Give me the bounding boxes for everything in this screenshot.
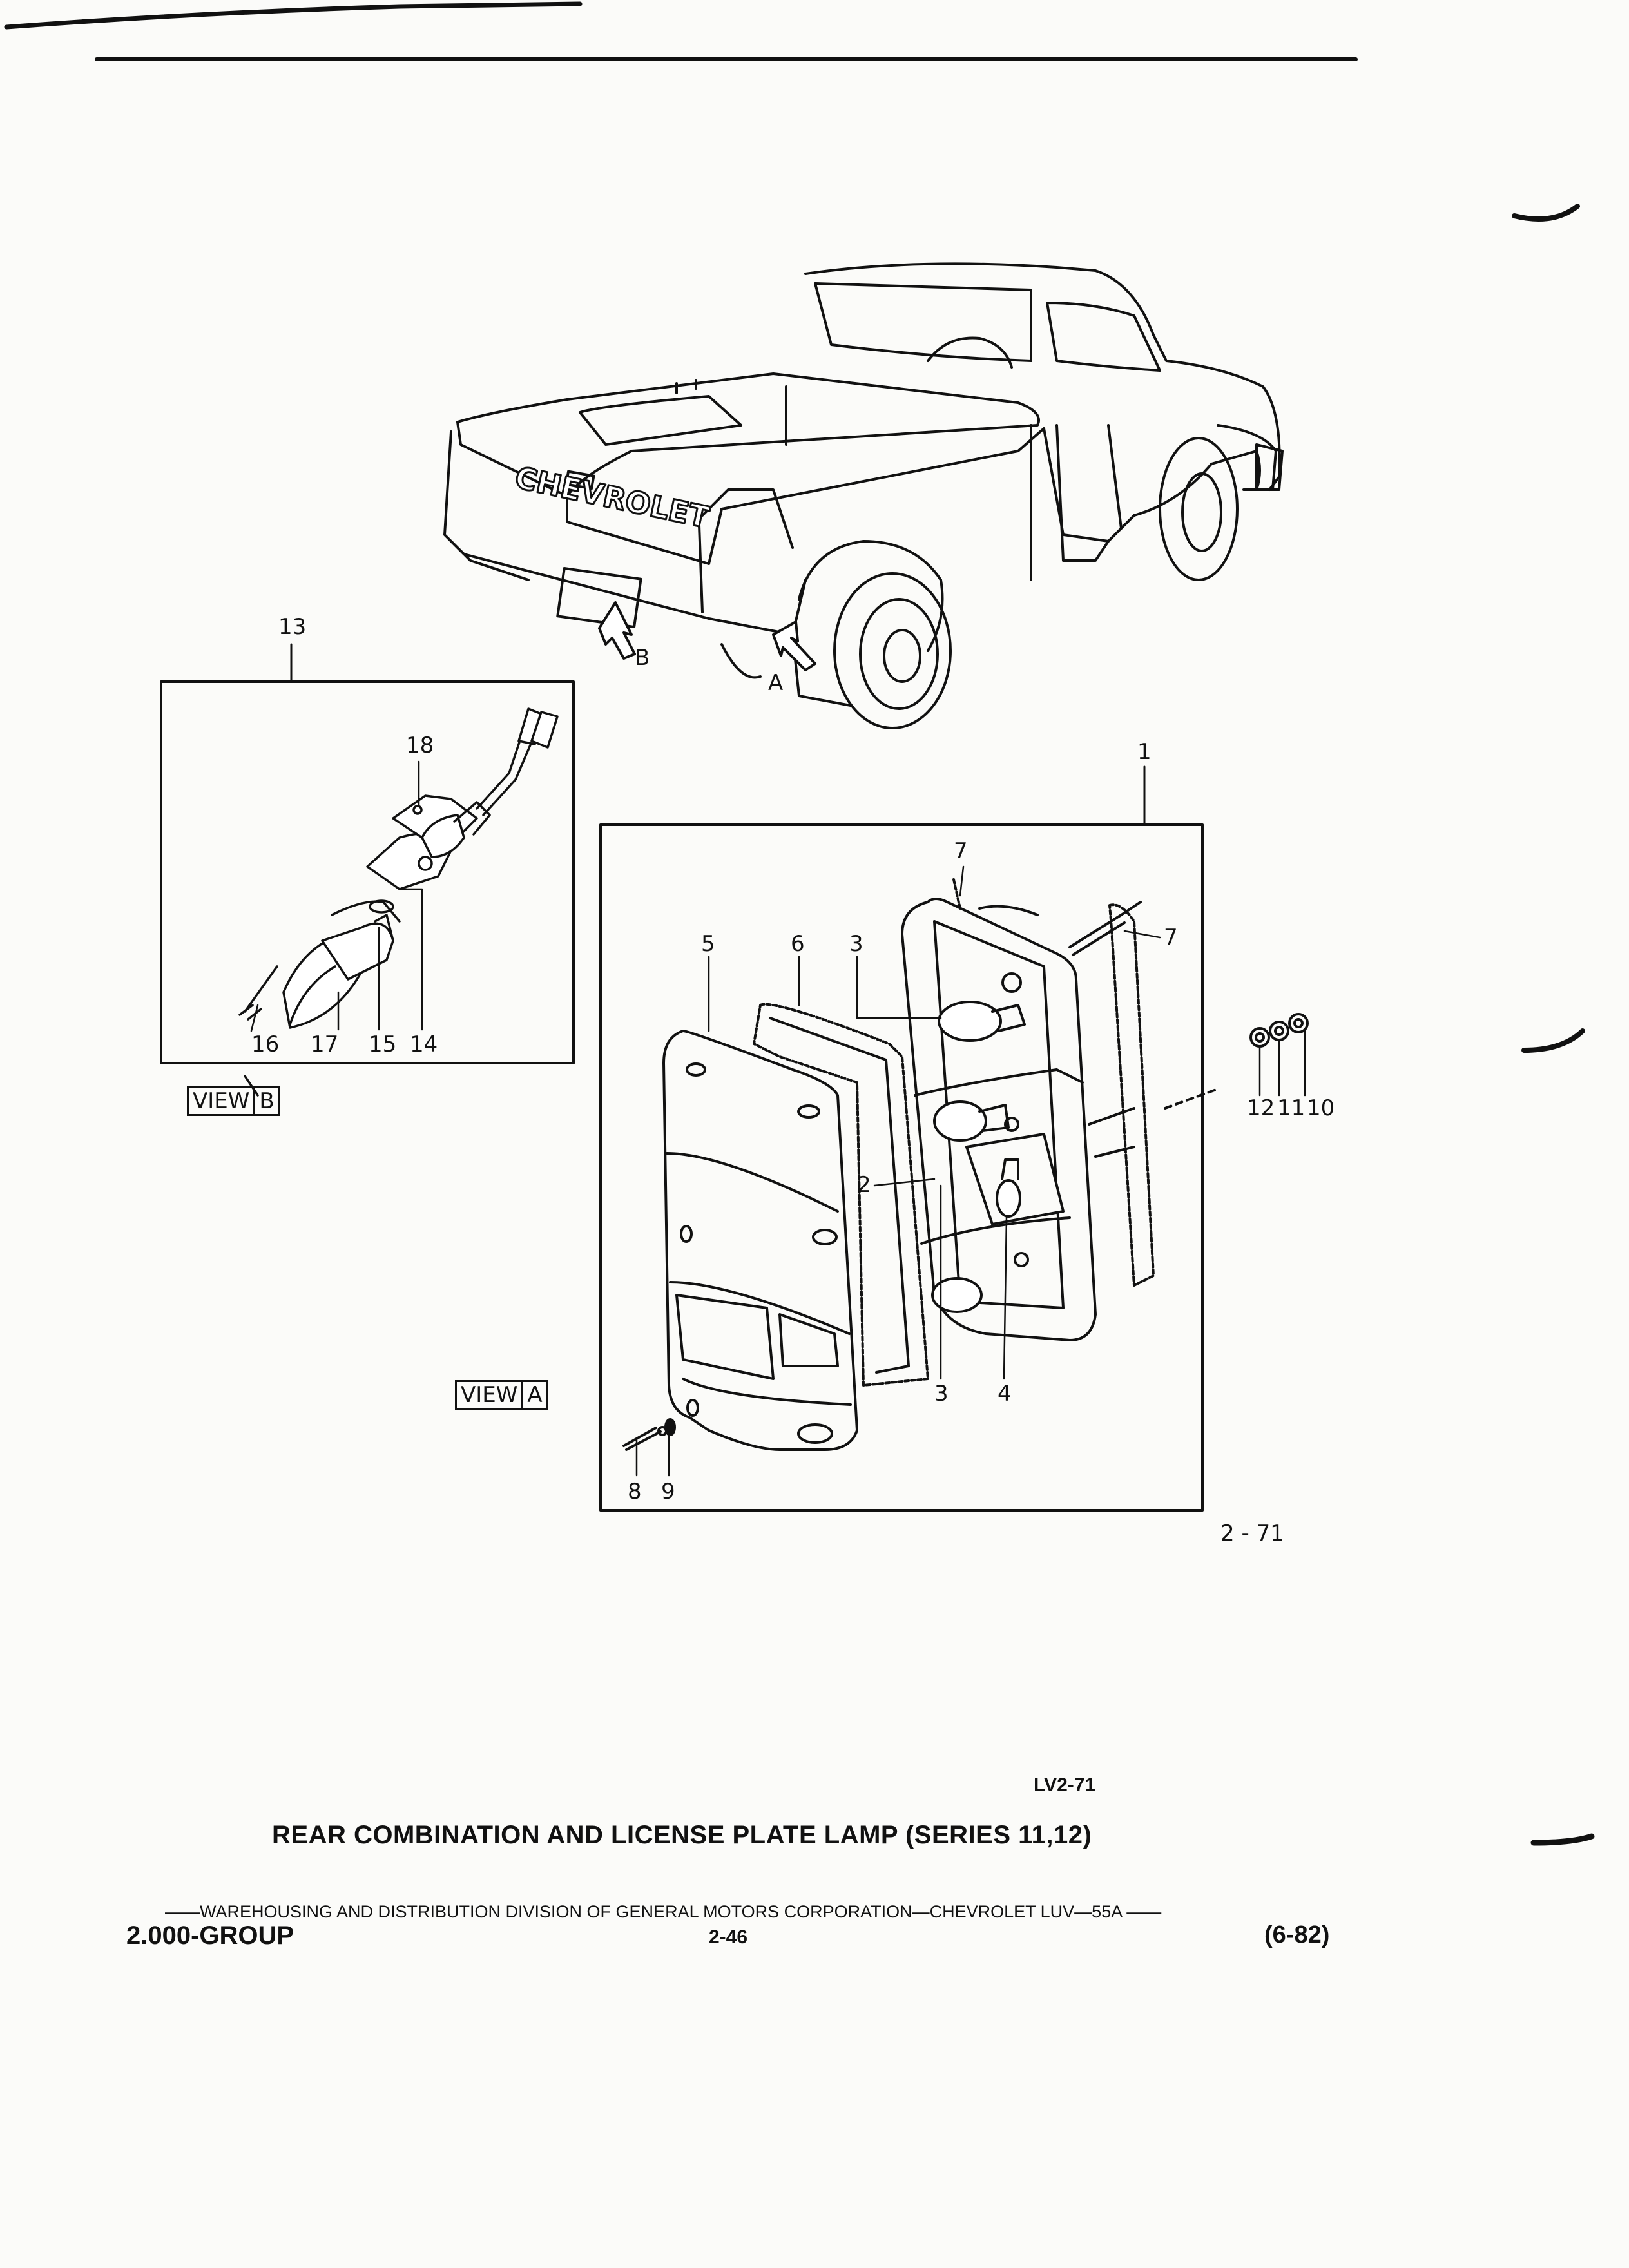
view-a-letter: A	[523, 1380, 548, 1410]
footer-date: (6-82)	[1264, 1921, 1330, 1948]
scan-smudge	[4, 1, 583, 30]
callout-15: 15	[369, 1032, 397, 1057]
rear-combination-lamp-exploded	[622, 878, 1309, 1451]
callout-12: 12	[1247, 1095, 1275, 1121]
callout-8: 8	[628, 1479, 642, 1504]
view-a-detail-frame	[599, 823, 1204, 1512]
view-b-arrow-letter: B	[635, 645, 650, 671]
footer-page-number: 2-46	[709, 1927, 748, 1948]
callout-2: 2	[857, 1172, 871, 1198]
callout-7: 7	[1164, 925, 1178, 950]
view-a-arrow	[772, 620, 816, 671]
margin-mark	[1512, 204, 1580, 222]
callout-18: 18	[406, 733, 434, 758]
tailgate-lettering: CHEVROLET	[512, 460, 713, 535]
callout-7: 7	[954, 838, 968, 864]
footer-publisher-line: ——WAREHOUSING AND DISTRIBUTION DIVISION …	[165, 1902, 1162, 1921]
view-b-detail-frame	[160, 680, 575, 1064]
view-b-arrow	[598, 601, 636, 660]
callout-13: 13	[278, 614, 307, 640]
callout-3: 3	[849, 931, 863, 957]
page-title: REAR COMBINATION AND LICENSE PLATE LAMP …	[272, 1821, 1092, 1849]
callout-16: 16	[251, 1032, 280, 1057]
margin-mark	[1521, 1028, 1585, 1053]
pickup-truck-illustration: CHEVROLET	[443, 262, 1284, 729]
view-b-letter: B	[255, 1086, 280, 1116]
callout-11: 11	[1277, 1095, 1306, 1121]
callout-6: 6	[791, 931, 805, 957]
view-a-arrow-letter: A	[768, 670, 784, 696]
view-b-word: VIEW	[187, 1086, 256, 1116]
callout-4: 4	[998, 1381, 1012, 1407]
footer-group: 2.000-GROUP	[126, 1921, 294, 1950]
margin-mark	[1530, 1833, 1595, 1846]
callout-5: 5	[701, 931, 715, 957]
callout-3: 3	[934, 1381, 949, 1407]
callout-1: 1	[1137, 739, 1152, 765]
callout-10: 10	[1307, 1095, 1335, 1121]
callout-9: 9	[661, 1479, 675, 1504]
figure-number: 2 - 71	[1220, 1521, 1284, 1546]
view-a-word: VIEW	[455, 1380, 524, 1410]
drawing-code: LV2-71	[1034, 1774, 1096, 1796]
license-plate-lamp-exploded	[238, 707, 559, 1097]
callout-17: 17	[311, 1032, 339, 1057]
callout-14: 14	[410, 1032, 438, 1057]
